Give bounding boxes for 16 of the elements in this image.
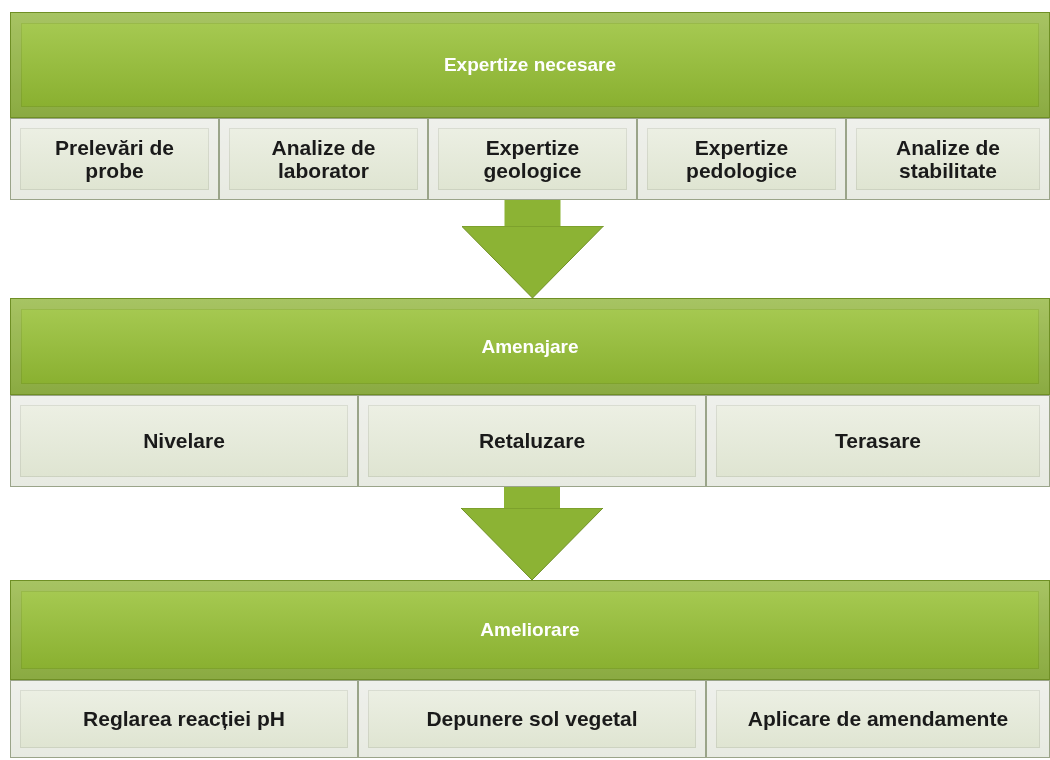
task-box: Aplicare de amendamente: [706, 680, 1050, 758]
task-box: Terasare: [706, 395, 1050, 487]
stage-header-band: Amenajare: [10, 298, 1050, 395]
task-box: Depunere sol vegetal: [358, 680, 706, 758]
task-box: Analize de laborator: [219, 118, 428, 200]
task-box: Retaluzare: [358, 395, 706, 487]
task-box: Analize de stabilitate: [846, 118, 1050, 200]
block-arrow: [461, 200, 604, 299]
block-arrow: [460, 487, 604, 581]
task-box: Reglarea reacției pH: [10, 680, 358, 758]
task-box: Expertize pedologice: [637, 118, 846, 200]
stage-header-band: Ameliorare: [10, 580, 1050, 680]
task-box: Expertize geologice: [428, 118, 637, 200]
task-box: Prelevări de probe: [10, 118, 219, 200]
stage-header-band: Expertize necesare: [10, 12, 1050, 118]
task-box: Nivelare: [10, 395, 358, 487]
